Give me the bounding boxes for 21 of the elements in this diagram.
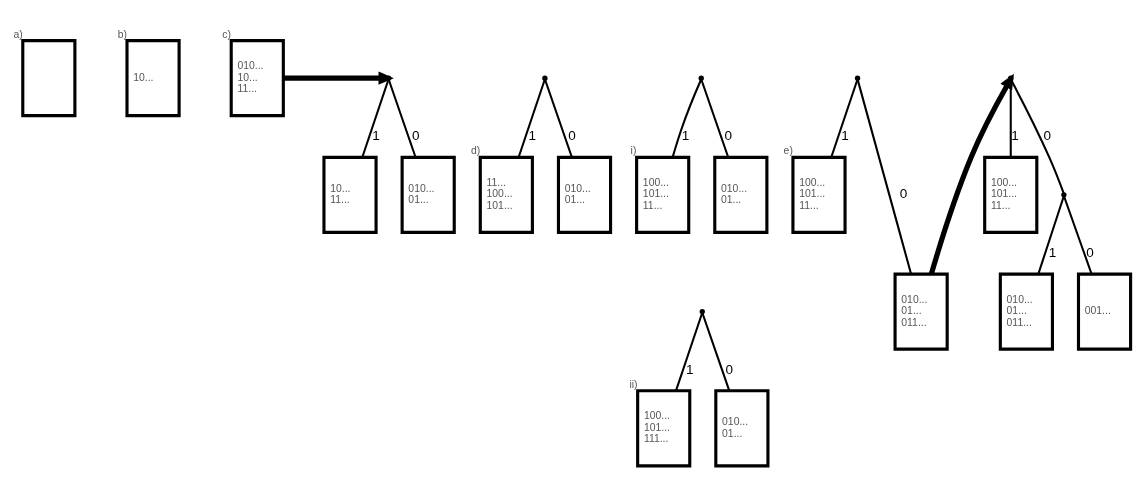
edge-label: 1 [1011, 128, 1019, 144]
node-label: ii) [629, 378, 638, 390]
node-label: a) [13, 28, 23, 40]
node-label: c) [222, 28, 231, 40]
edge-label: 0 [568, 128, 576, 144]
edge-label: 1 [841, 128, 849, 144]
edge-label: 0 [411, 128, 420, 144]
edge-label: 1 [686, 361, 694, 377]
edge-label: 0 [1043, 128, 1051, 144]
edge-label: 0 [899, 186, 908, 202]
edge-label: 1 [681, 128, 690, 144]
node-label: i) [630, 145, 637, 157]
edge-label: 0 [724, 128, 733, 144]
edge-label: 0 [725, 361, 734, 377]
edge-label: 1 [1048, 244, 1057, 260]
node-label: b) [117, 28, 127, 40]
node-label: e) [783, 145, 793, 157]
node-label: d) [470, 145, 481, 157]
edge-label: 1 [372, 128, 380, 144]
edge-label: 1 [528, 128, 537, 144]
edge-label: 0 [1086, 244, 1094, 260]
